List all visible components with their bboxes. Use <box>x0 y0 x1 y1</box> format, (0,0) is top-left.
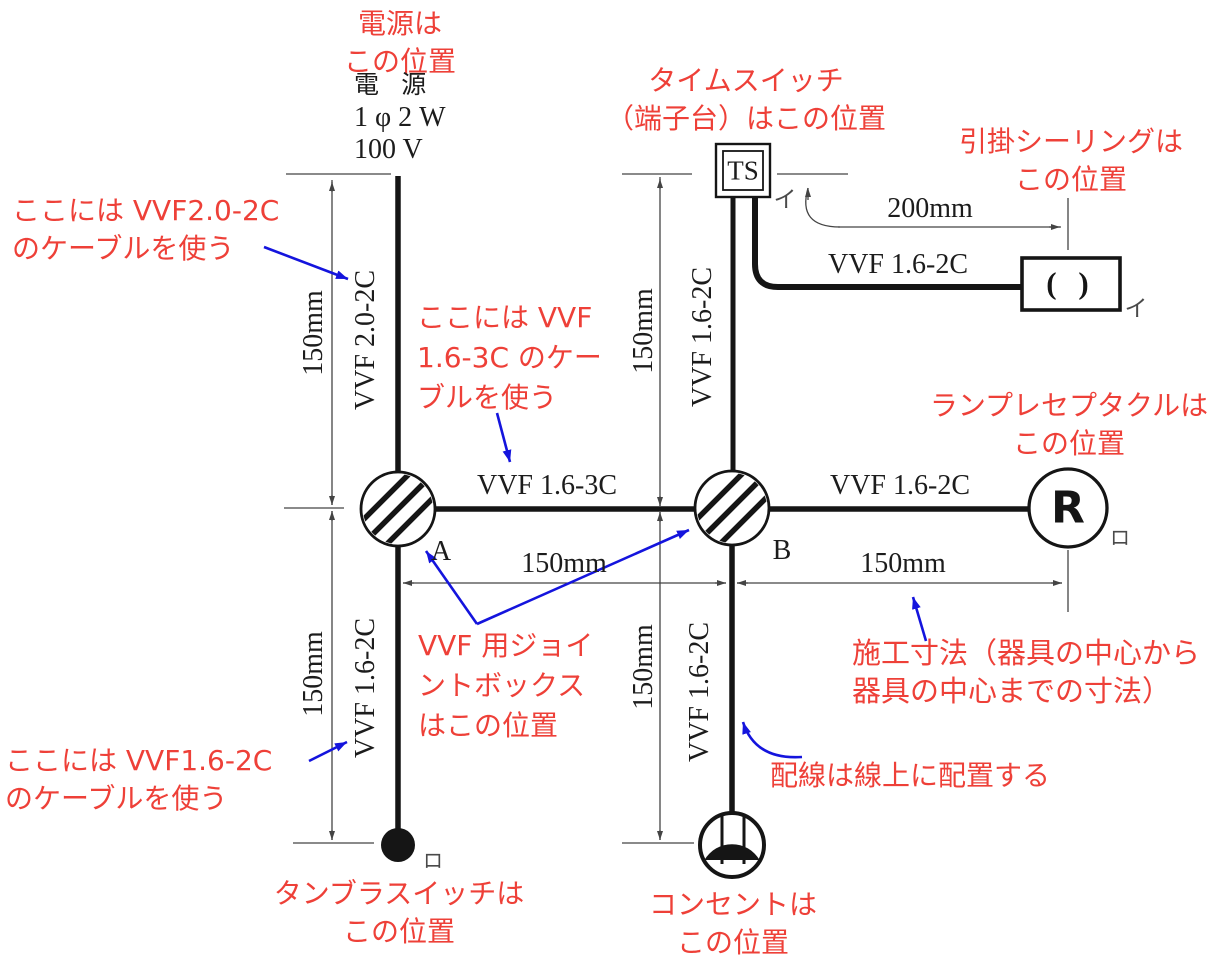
dim-ab: 150mm <box>521 548 607 579</box>
dim-left-top: 150mm <box>298 290 329 376</box>
outlet-symbol <box>698 811 766 879</box>
cables <box>395 176 1030 829</box>
arrow-vvf20-cable <box>263 245 349 281</box>
wiring-note: 配線は線上に配置する <box>770 759 1051 792</box>
arrow-dimension-note <box>911 596 928 642</box>
cable-label-vvf162-br: VVF 1.6-2C <box>829 470 971 501</box>
jointbox-a-symbol <box>359 470 437 548</box>
jointbox-b-label: B <box>772 535 792 566</box>
arrow-vvf162-cable <box>308 740 348 763</box>
lamp-receptacle-symbol <box>1027 467 1109 549</box>
ts-circuit-mark: イ <box>773 187 797 213</box>
cable-label-vvf20-left: VVF 2.0-2C <box>350 269 381 411</box>
power-source-label: 電 源 1 φ 2 W 100 V <box>354 72 446 165</box>
lamp-receptacle-label: R <box>1051 482 1085 534</box>
cable-label-vvf162-mid-top: VVF 1.6-2C <box>687 266 718 408</box>
tumbler-switch-symbol <box>381 828 415 862</box>
dimension-note: 施工寸法（器具の中心から 器具の中心までの寸法） <box>852 636 1201 708</box>
cable-label-vvf162-ts-ceiling: VVF 1.6-2C <box>827 249 969 280</box>
dim-br: 150mm <box>860 548 946 579</box>
arrow-jointbox-b <box>476 528 690 626</box>
dim-mid-bottom: 150mm <box>628 624 659 710</box>
dim-ts-ceiling: 200mm <box>887 193 973 224</box>
outlet-position-note: コンセントは この位置 <box>648 888 818 959</box>
ceiling-rose-symbol <box>1020 256 1122 312</box>
vvf163-cable-note: ここには VVF 1.6-3C のケー ブルを使う <box>417 301 602 414</box>
arrow-wiring-on-line <box>741 721 803 759</box>
timeswitch-symbol <box>714 142 772 199</box>
power-position-note: 電源は この位置 <box>343 7 457 78</box>
vvf20-cable-note: ここには VVF2.0-2C のケーブルを使う <box>12 194 280 265</box>
tumbler-position-note: タンブラスイッチは この位置 <box>273 877 525 948</box>
switch-circuit-mark: ロ <box>423 848 443 873</box>
vvf162-cable-note: ここには VVF1.6-2C のケーブルを使う <box>5 744 273 815</box>
dimension-arrowheads <box>329 179 1062 840</box>
lamp-position-note: ランプレセプタクルは この位置 <box>929 389 1209 460</box>
jointbox-a-label: A <box>430 536 452 567</box>
cable-label-vvf163-ab: VVF 1.6-3C <box>476 470 618 501</box>
lamp-circuit-mark: ロ <box>1110 525 1130 550</box>
cable-label-vvf162-mid-bottom: VVF 1.6-2C <box>684 621 715 763</box>
ceiling-circuit-mark: イ <box>1124 296 1148 322</box>
arrow-vvf163-cable <box>495 412 512 463</box>
cable-label-vvf162-left: VVF 1.6-2C <box>350 617 381 759</box>
arrow-jointbox-a <box>424 550 479 625</box>
jointbox-b-symbol <box>693 469 771 547</box>
jointbox-position-note: VVF 用ジョイ ントボックス はこの位置 <box>418 629 594 742</box>
ceiling-position-note: 引掛シーリングは この位置 <box>958 125 1184 196</box>
dim-left-bottom: 150mm <box>298 631 329 717</box>
annotation-arrows <box>263 245 928 763</box>
ceiling-rose-glyph: ( ) <box>1046 265 1096 301</box>
dimension-lines <box>284 173 1069 844</box>
cable-ts-to-ceiling <box>752 198 1021 290</box>
timeswitch-position-note: タイムスイッチ （端子台）はこの位置 <box>605 64 887 135</box>
timeswitch-label: TS <box>727 155 759 186</box>
dim-mid-top: 150mm <box>628 288 659 374</box>
